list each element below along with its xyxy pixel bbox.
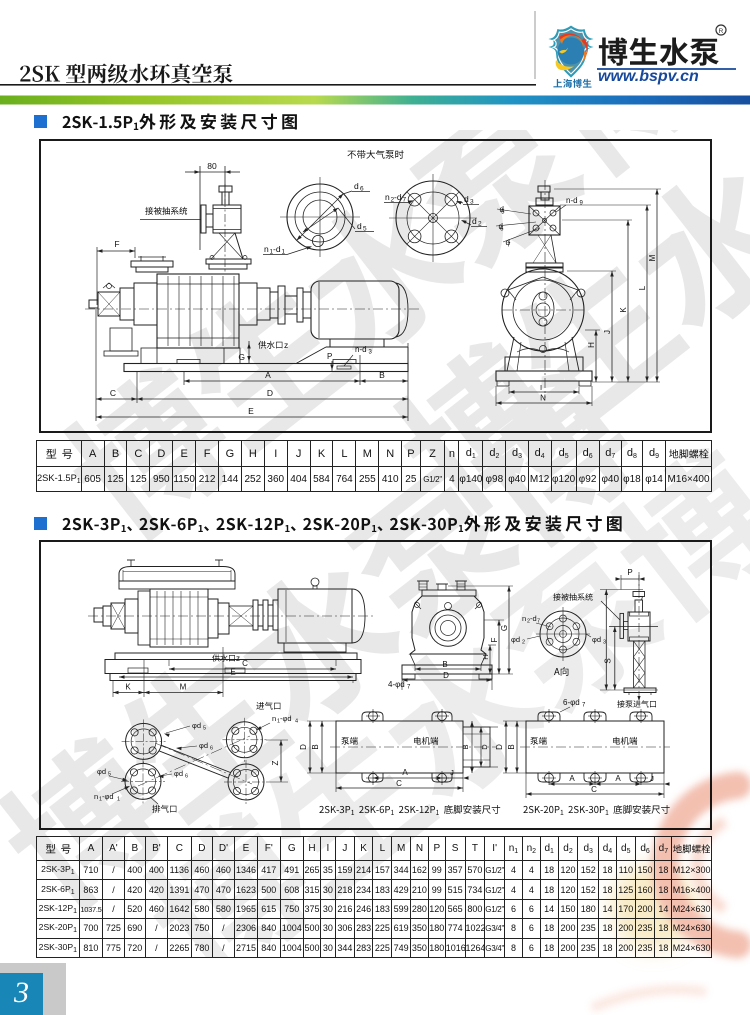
- svg-text:N: N: [540, 394, 546, 403]
- svg-text:J: J: [650, 774, 654, 783]
- svg-text:6-φd: 6-φd: [563, 698, 580, 707]
- svg-text:D: D: [495, 744, 504, 750]
- svg-text:6: 6: [360, 186, 364, 193]
- svg-text:G: G: [500, 625, 509, 631]
- svg-text:G: G: [238, 352, 245, 362]
- svg-text:4-φd: 4-φd: [388, 680, 405, 689]
- svg-text:1: 1: [99, 797, 102, 803]
- svg-text:B: B: [461, 744, 470, 749]
- svg-text:3: 3: [603, 640, 606, 646]
- svg-text:z: z: [284, 340, 288, 350]
- svg-text:1: 1: [270, 249, 274, 256]
- svg-text:C: C: [242, 659, 248, 668]
- svg-text:-d: -d: [530, 614, 537, 623]
- svg-text:φd: φd: [592, 635, 601, 644]
- svg-text:5: 5: [203, 726, 206, 732]
- svg-text:5: 5: [108, 772, 111, 778]
- svg-text:K: K: [619, 307, 628, 313]
- svg-text:E: E: [230, 668, 235, 677]
- svg-text:n-d: n-d: [355, 345, 367, 354]
- svg-text:3: 3: [369, 350, 373, 356]
- svg-text:6: 6: [210, 746, 213, 752]
- svg-text:6: 6: [500, 227, 504, 233]
- svg-text:S: S: [604, 658, 613, 663]
- svg-text:-d: -d: [394, 192, 402, 202]
- svg-text:D: D: [480, 744, 489, 750]
- svg-text:d: d: [354, 181, 359, 191]
- svg-text:3: 3: [470, 199, 474, 206]
- svg-text:www.bspv.cn: www.bspv.cn: [598, 68, 699, 85]
- svg-text:D: D: [267, 388, 273, 398]
- svg-text:I: I: [540, 383, 542, 392]
- svg-text:C: C: [110, 388, 116, 398]
- svg-text:7: 7: [582, 703, 586, 709]
- svg-text:H: H: [587, 342, 596, 348]
- svg-text:L: L: [638, 285, 647, 290]
- svg-text:K: K: [125, 683, 131, 692]
- svg-text:A: A: [402, 768, 408, 777]
- svg-text:C: C: [591, 785, 597, 794]
- svg-text:C: C: [396, 779, 402, 788]
- svg-text:M: M: [648, 254, 657, 261]
- svg-text:D: D: [443, 671, 449, 680]
- svg-text:φd: φd: [174, 769, 183, 778]
- svg-text:P: P: [627, 568, 632, 577]
- svg-text:d: d: [357, 221, 362, 231]
- svg-text:F: F: [114, 239, 119, 249]
- svg-text:2: 2: [478, 221, 482, 228]
- svg-text:1: 1: [277, 719, 280, 725]
- svg-text:B: B: [507, 744, 516, 749]
- svg-text:2: 2: [527, 619, 530, 625]
- svg-text:φd: φd: [511, 635, 520, 644]
- svg-text:9: 9: [580, 201, 584, 207]
- svg-text:A: A: [569, 774, 575, 783]
- svg-text:n-d: n-d: [566, 196, 578, 205]
- svg-text:E: E: [248, 406, 254, 416]
- svg-text:1: 1: [117, 797, 120, 803]
- svg-text:d: d: [499, 222, 503, 231]
- svg-text:B: B: [311, 744, 320, 749]
- svg-text:-φd: -φd: [102, 792, 114, 801]
- svg-text:z: z: [236, 654, 240, 663]
- svg-text:A: A: [265, 370, 271, 380]
- svg-text:d: d: [472, 216, 477, 226]
- svg-text:H: H: [481, 654, 490, 659]
- svg-text:-φd: -φd: [280, 714, 292, 723]
- svg-text:J: J: [603, 330, 612, 334]
- svg-text:R: R: [719, 28, 724, 35]
- svg-text:n: n: [272, 714, 276, 723]
- svg-text:n: n: [522, 614, 526, 623]
- svg-text:P: P: [327, 352, 332, 361]
- svg-text:-d: -d: [273, 244, 281, 254]
- svg-text:n: n: [385, 192, 390, 202]
- svg-text:φd: φd: [199, 741, 208, 750]
- svg-text:6: 6: [185, 774, 188, 780]
- svg-text:d: d: [464, 194, 469, 204]
- svg-text:7: 7: [407, 685, 411, 691]
- svg-text:B: B: [442, 660, 447, 669]
- svg-text:80: 80: [207, 161, 217, 171]
- svg-text:5: 5: [501, 210, 505, 216]
- svg-text:B: B: [379, 370, 385, 380]
- svg-text:F: F: [490, 637, 499, 642]
- svg-text:7: 7: [403, 197, 407, 204]
- svg-text:n: n: [94, 792, 98, 801]
- svg-text:φd: φd: [97, 767, 106, 776]
- svg-text:5: 5: [363, 226, 367, 233]
- svg-text:M: M: [180, 683, 187, 692]
- svg-text:7: 7: [537, 619, 540, 625]
- svg-text:D: D: [299, 744, 308, 750]
- svg-text:d: d: [506, 238, 510, 247]
- svg-text:A: A: [615, 774, 621, 783]
- svg-text:2: 2: [391, 197, 395, 204]
- svg-text:J: J: [450, 768, 454, 777]
- svg-text:1: 1: [282, 249, 286, 256]
- svg-text:φd: φd: [192, 721, 201, 730]
- svg-text:Z: Z: [271, 760, 280, 765]
- svg-text:4: 4: [295, 719, 298, 725]
- svg-text:2: 2: [522, 640, 525, 646]
- svg-text:7: 7: [507, 243, 511, 249]
- svg-text:n: n: [264, 244, 269, 254]
